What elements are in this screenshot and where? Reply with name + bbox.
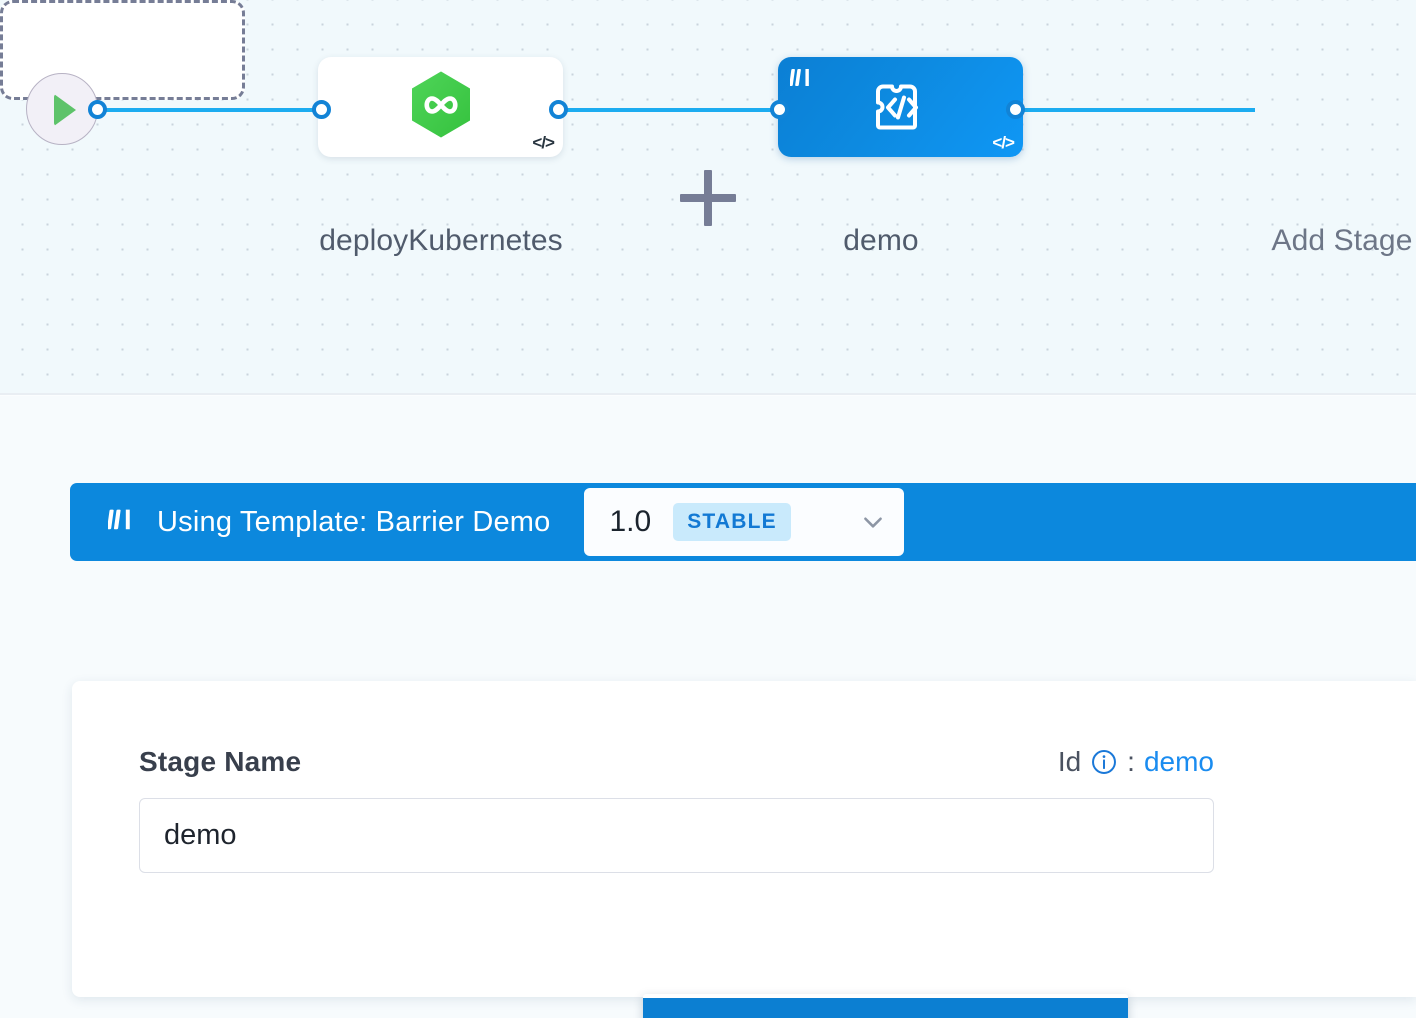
connector-dot[interactable] (88, 100, 107, 119)
stage-id-display: Id : demo (1058, 746, 1214, 778)
plus-icon (680, 169, 736, 226)
add-stage-label: Add Stage (1271, 224, 1413, 257)
stage-id-value: demo (1143, 746, 1214, 777)
connector-dot[interactable] (770, 100, 789, 119)
using-template-banner: Using Template: Barrier Demo 1.0 STABLE (70, 483, 1416, 561)
info-circle-icon[interactable] (1090, 748, 1118, 776)
connector-dot[interactable] (312, 100, 331, 119)
stage-node-label-demo: demo (843, 224, 919, 257)
stage-node-demo[interactable]: </> (778, 57, 1023, 157)
template-library-icon (789, 65, 816, 96)
stage-node-deploykubernetes[interactable]: </> (318, 57, 563, 157)
using-template-label: Using Template: Barrier Demo (157, 505, 551, 538)
dropdown-option-version[interactable]: 1.0 (Stable) (643, 998, 1128, 1018)
stage-detail-panel: Using Template: Barrier Demo 1.0 STABLE … (0, 396, 1416, 1018)
pipeline-edge (90, 108, 330, 112)
id-label: Id (1057, 746, 1082, 777)
pipeline-edge (548, 108, 788, 112)
template-puzzle-code-icon (868, 72, 934, 143)
template-version-value: 1.0 (609, 505, 652, 538)
pipeline-start-node[interactable] (26, 73, 98, 145)
stage-name-label: Stage Name (139, 746, 302, 777)
connector-dot[interactable] (1006, 100, 1025, 119)
play-icon (54, 94, 76, 126)
template-version-dropdown[interactable]: 1.0 (Stable) (643, 994, 1128, 1018)
pipeline-edge (1005, 108, 1255, 112)
stable-badge: STABLE (673, 503, 791, 541)
harness-deployment-hexagon-icon (410, 71, 472, 144)
canvas-divider (0, 393, 1416, 395)
connector-dot[interactable] (549, 100, 568, 119)
stage-details-card: Stage Name Id : demo demo (72, 681, 1416, 997)
stage-name-row: Stage Name Id : demo (139, 746, 1214, 778)
stage-name-input[interactable]: demo (139, 798, 1214, 873)
id-separator: : (1127, 746, 1135, 777)
template-library-icon (107, 505, 138, 540)
template-version-select[interactable]: 1.0 STABLE (583, 488, 904, 556)
stage-node-label-deploykubernetes: deployKubernetes (319, 224, 563, 257)
pipeline-canvas[interactable]: </> </> (0, 0, 1416, 395)
code-view-icon[interactable]: </> (532, 133, 555, 152)
code-view-icon[interactable]: </> (992, 133, 1015, 152)
chevron-down-icon[interactable] (860, 509, 886, 535)
